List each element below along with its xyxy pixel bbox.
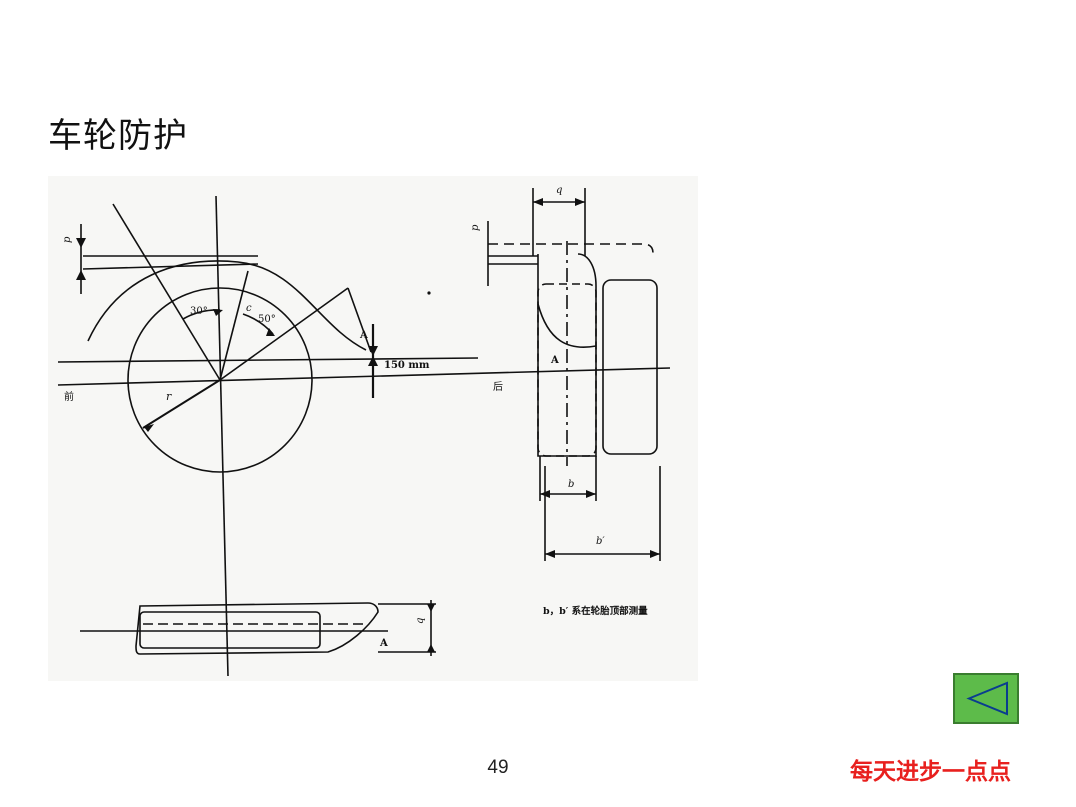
label-angle-50: 50° <box>258 314 276 325</box>
arrowhead <box>144 424 154 432</box>
label-radius-r: r <box>166 390 172 403</box>
label-a-tire: A <box>550 355 559 366</box>
label-b: b <box>568 479 574 490</box>
arrowhead <box>266 328 275 336</box>
page-number: 49 <box>487 757 509 778</box>
radial-line-c <box>219 270 249 381</box>
back-button[interactable] <box>953 673 1019 724</box>
arrowhead <box>545 550 555 558</box>
label-angle-30: 30° <box>190 306 208 317</box>
label-p-left: p <box>62 236 73 243</box>
figure-note: b，b′ 系在轮胎顶部测量 <box>543 605 648 617</box>
slogan-text: 每天进步一点点 <box>850 759 1011 785</box>
label-q-top: q <box>556 185 562 196</box>
wheel-circle <box>127 287 313 473</box>
label-a-bottom: A <box>379 638 388 649</box>
label-b-prime: b′ <box>596 536 605 547</box>
wheel-vertical-axis <box>215 195 229 677</box>
arrowhead <box>427 604 435 612</box>
arrowhead <box>533 198 543 206</box>
diagram-svg: p 30° c 50° A 150 mm 前 r 后 q p A b b′ b，… <box>57 185 671 677</box>
dot-mark <box>427 291 431 295</box>
radial-line-50 <box>219 287 349 381</box>
tire-dashed-outline <box>537 283 597 457</box>
wheel-horizontal-axis <box>57 357 479 363</box>
bottom-tire-inner <box>139 611 321 649</box>
arrowhead <box>540 490 550 498</box>
arrowhead <box>650 550 660 558</box>
label-rear: 后 <box>493 381 503 393</box>
arrowhead <box>427 644 435 652</box>
arrowhead <box>76 238 86 248</box>
tire-a-curve <box>537 303 597 348</box>
label-150mm: 150 mm <box>384 360 430 371</box>
tire-outline-left <box>537 253 597 457</box>
arrowhead <box>213 309 223 316</box>
arrowhead <box>586 490 596 498</box>
second-tire-outline <box>602 279 658 455</box>
tire-top-dashed <box>488 243 654 255</box>
arrowhead <box>368 346 378 356</box>
arrowhead <box>575 198 585 206</box>
radial-line-30 <box>112 203 221 381</box>
slide-title: 车轮防护 <box>48 116 188 156</box>
label-front: 前 <box>64 390 74 403</box>
arrowhead <box>76 270 86 280</box>
bottom-tire-outline <box>135 602 379 655</box>
back-triangle-icon <box>966 681 1008 716</box>
fender-tip-line <box>347 287 372 353</box>
label-q-bottom: q <box>415 618 426 624</box>
radius-line <box>142 379 221 429</box>
wheel-guard-diagram: p 30° c 50° A 150 mm 前 r 后 q p A b b′ b，… <box>48 176 698 681</box>
reference-line <box>57 367 671 386</box>
label-c: c <box>246 303 252 314</box>
label-a-fender: A <box>359 330 368 341</box>
fender-line-2 <box>82 263 259 270</box>
fender-outline <box>87 260 367 351</box>
label-p-right: p <box>470 224 481 231</box>
arrowhead <box>368 356 378 366</box>
